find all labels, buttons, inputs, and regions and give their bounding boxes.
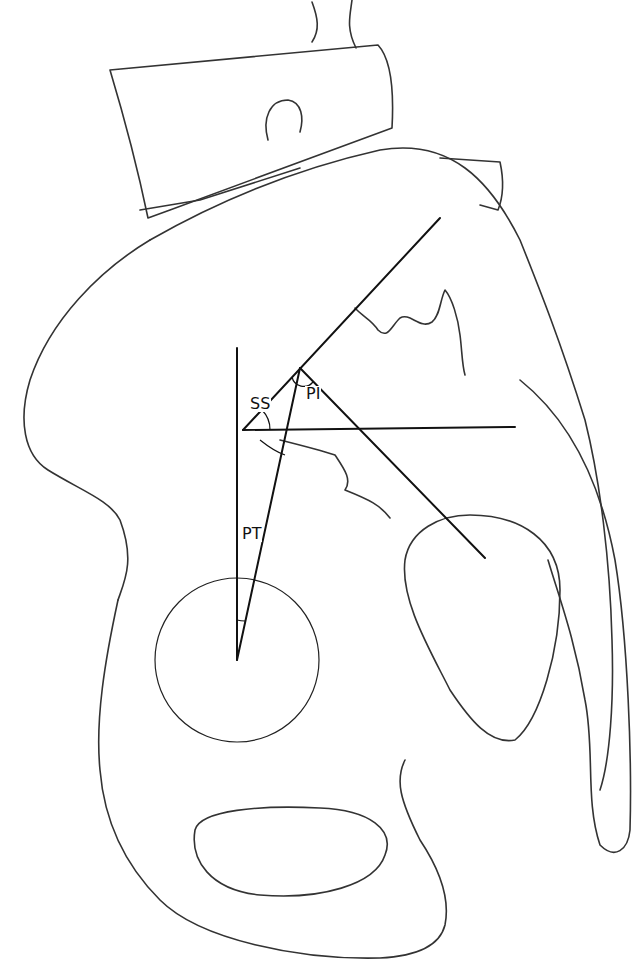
ilium-outline (24, 240, 150, 600)
sacrum-contour (355, 290, 465, 375)
coccyx (520, 380, 630, 852)
angle-label: PI (305, 386, 321, 402)
pt-angle-arc (237, 620, 245, 621)
ilium-outline (150, 148, 613, 790)
sacral-process (440, 158, 503, 210)
spinous-process (350, 0, 357, 48)
sacral-endplate-line (243, 218, 440, 430)
hip-axis-line (237, 368, 300, 660)
arrow-mark (260, 440, 285, 455)
vertical-reference-line (236, 348, 238, 660)
facet (266, 100, 302, 140)
ischial-spine (404, 515, 560, 741)
angle-label: PT (241, 526, 262, 542)
spinous-process (312, 2, 317, 42)
obturator-foramen (194, 807, 387, 896)
sacrum-contour (280, 440, 390, 518)
vertebral-body (110, 45, 393, 218)
ss-angle-arc (262, 410, 270, 430)
horizontal-reference-line (243, 427, 515, 430)
pubis-outline (99, 600, 447, 958)
pi-angle-arc (292, 377, 313, 386)
angle-label: SS (249, 396, 271, 412)
perpendicular-line (300, 368, 485, 558)
